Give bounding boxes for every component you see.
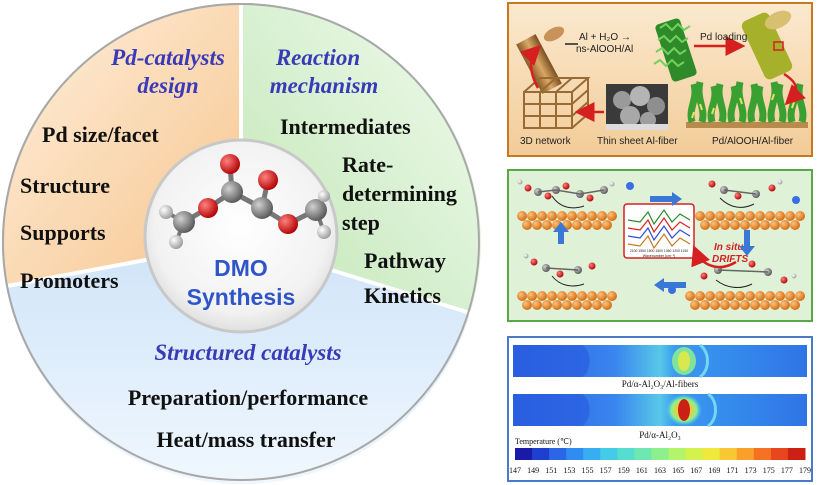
label-reaction: Al + H₂O → (579, 32, 631, 43)
label-thin-sheet: Thin sheet Al-fiber (597, 136, 678, 147)
pd-design-title-line2: design (137, 73, 198, 98)
structured-item-2: Heat/mass transfer (156, 427, 335, 452)
scale-swatch (702, 448, 721, 460)
label-product: ns-AlOOH/Al (576, 44, 633, 55)
scale-swatch (651, 448, 670, 460)
scale-tick-label: 161 (636, 466, 648, 475)
process-arrows (553, 192, 755, 292)
scale-tick-label: 171 (727, 466, 739, 475)
scale-swatch (515, 448, 533, 460)
scale-swatch (532, 448, 550, 460)
panel-temperature-simulation: Pd/α-Al₂O₃/Al-fibers Pd/α-Al₂O₃ Temperat… (507, 336, 813, 482)
arrow-network-to-cylinder (520, 44, 542, 89)
contour-alumina (513, 392, 807, 428)
structured-item-1: Preparation/performance (128, 385, 369, 410)
pd-design-title-line1: Pd-catalysts (110, 45, 225, 70)
scale-swatch (600, 448, 618, 460)
scale-tick-label: 153 (563, 466, 575, 475)
center-label-line1: DMO (214, 255, 268, 281)
arrow-drifts (691, 245, 737, 269)
scale-swatch (770, 448, 789, 460)
contour-label-upper: Pd/α-Al₂O₃/Al-fibers (622, 379, 699, 389)
scale-swatch (549, 448, 567, 460)
scale-tick-label: 149 (527, 466, 539, 475)
label-3d-network: 3D network (520, 136, 572, 147)
mechanism-item-3: determining (342, 181, 457, 206)
legend-title: Temperature (℃) (515, 437, 572, 446)
scale-tick-label: 157 (600, 466, 612, 475)
scale-tick-label: 163 (654, 466, 666, 475)
scale-swatch (583, 448, 601, 460)
mechanism-title-line2: mechanism (270, 73, 379, 98)
dmo-molecule-image (159, 154, 331, 249)
mechanism-item-6: Kinetics (364, 283, 441, 308)
scale-swatch (668, 448, 687, 460)
pd-alooh-array-image (686, 81, 808, 128)
drifts-spectra-inset: 2100 1950 1800 1500 1350 1200 1150 Waven… (623, 203, 695, 259)
label-drifts: DRIFTS (712, 254, 748, 265)
drifts-xaxis-label: Wavenumber (cm⁻¹) (643, 254, 676, 258)
mechanism-item-2: Rate- (342, 152, 393, 177)
scale-tick-label: 169 (708, 466, 720, 475)
scale-swatch (566, 448, 584, 460)
pd-design-item-4: Promoters (20, 268, 119, 293)
contour-alfibers (513, 343, 807, 379)
arrow-to-array (783, 72, 806, 106)
alooh-cylinder-image (653, 18, 697, 82)
scale-tick-label: 165 (672, 466, 684, 475)
temperature-scale-ticks: 147 149 151 153 155 157 159 161 163 165 167 169 171 1… (509, 466, 811, 475)
scale-swatch (685, 448, 704, 460)
scale-swatch (753, 448, 772, 460)
panel-fiber-synthesis: Al + H₂O → ns-AlOOH/Al Pd loading 3D net… (507, 2, 813, 157)
scale-tick-label: 167 (690, 466, 702, 475)
mechanism-title-line1: Reaction (275, 45, 360, 70)
mechanism-item-5: Pathway (364, 248, 446, 273)
pd-design-item-3: Supports (20, 220, 106, 245)
segment-structured-catalysts (7, 242, 470, 485)
mechanism-item-1: Intermediates (280, 114, 411, 139)
scale-swatch (719, 448, 738, 460)
scale-swatch (634, 448, 652, 460)
scale-swatch (736, 448, 755, 460)
temperature-scale-bar (515, 448, 806, 460)
adsorbate-molecules (517, 179, 800, 294)
pd-design-item-1: Pd size/facet (42, 122, 159, 147)
scale-swatch (617, 448, 635, 460)
scale-tick-label: 173 (745, 466, 757, 475)
scale-tick-label: 179 (799, 466, 811, 475)
scale-tick-label: 147 (509, 466, 521, 475)
scale-tick-label: 175 (763, 466, 775, 475)
scale-swatch (787, 448, 806, 460)
label-in-situ: In situ (714, 242, 743, 253)
mechanism-item-4: step (342, 210, 380, 235)
pd-surface-rows (517, 211, 805, 310)
center-label-line2: Synthesis (187, 284, 296, 310)
scale-tick-label: 177 (781, 466, 793, 475)
scale-tick-label: 155 (582, 466, 594, 475)
center-disc (143, 138, 339, 334)
pd-loaded-cylinder-image (741, 10, 793, 80)
concept-wheel: Pd-catalysts design Pd size/facet Struct… (2, 3, 481, 485)
label-final-fiber: Pd/AlOOH/Al-fiber (712, 136, 794, 147)
panel-insitu-drifts: 2100 1950 1800 1500 1350 1200 1150 Waven… (507, 169, 813, 322)
structured-title: Structured catalysts (154, 340, 341, 365)
drifts-xaxis-ticks: 2100 1950 1800 1500 1350 1200 1150 (630, 249, 688, 253)
sem-thinsheet-image (606, 84, 668, 130)
pd-design-item-2: Structure (20, 173, 110, 198)
label-pd-loading: Pd loading (700, 32, 747, 43)
contour-label-lower: Pd/α-Al₂O₃ (639, 430, 681, 440)
scale-tick-label: 159 (618, 466, 630, 475)
scale-tick-label: 151 (545, 466, 557, 475)
